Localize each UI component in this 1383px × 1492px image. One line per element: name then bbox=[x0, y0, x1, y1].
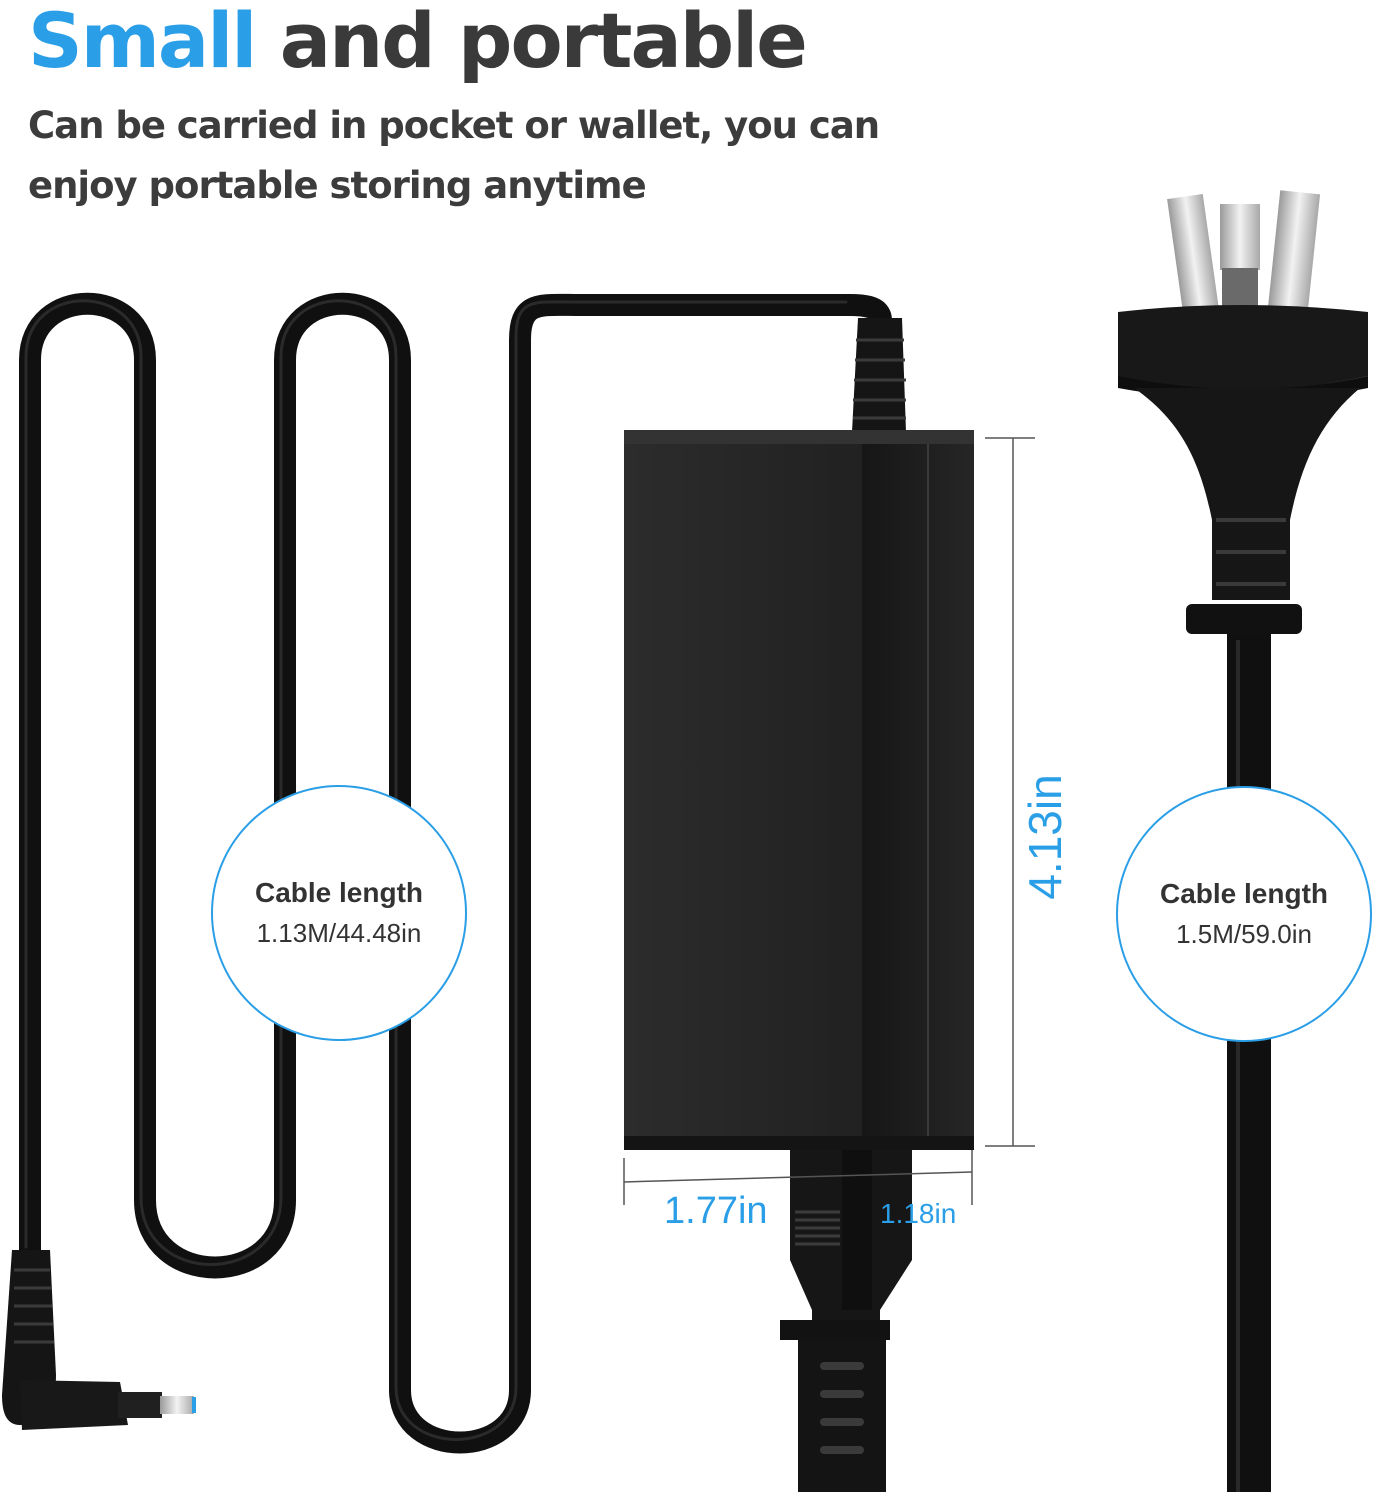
ac-input-plug bbox=[780, 1150, 912, 1492]
subheadline: Can be carried in pocket or wallet, you … bbox=[28, 104, 880, 207]
headline: Small and portable bbox=[28, 0, 808, 85]
dc-cable-length-badge: Cable length 1.13M/44.48in bbox=[211, 785, 467, 1041]
ac-cable-length-badge: Cable length 1.5M/59.0in bbox=[1116, 786, 1372, 1042]
width-dimension-label: 1.77in bbox=[664, 1190, 768, 1232]
dc-barrel-connector bbox=[2, 1250, 196, 1430]
height-dimension-label: 4.13in bbox=[1019, 774, 1071, 900]
dc-cable-length-title: Cable length bbox=[254, 877, 423, 908]
ac-cable-length-title: Cable length bbox=[1159, 878, 1328, 909]
dc-strain-relief bbox=[852, 318, 906, 432]
wall-plug bbox=[1118, 190, 1368, 634]
power-adapter-body bbox=[624, 430, 974, 1150]
dc-cable-length-value: 1.13M/44.48in bbox=[256, 918, 422, 948]
headline-rest: and portable bbox=[279, 0, 808, 85]
ac-cable-length-value: 1.5M/59.0in bbox=[1176, 919, 1312, 949]
depth-dimension-label: 1.18in bbox=[880, 1198, 957, 1229]
dimension-lines bbox=[623, 437, 1035, 1205]
headline-accent: Small bbox=[28, 0, 257, 85]
